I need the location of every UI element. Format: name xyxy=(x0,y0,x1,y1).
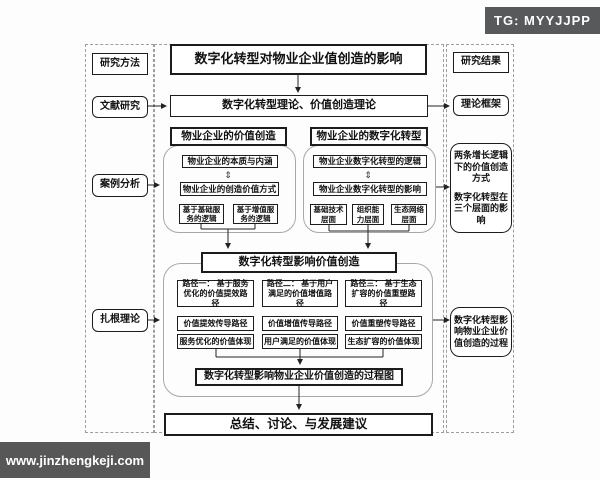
path1-title-box: 路径一： 基于服务优化的价值提效路径 xyxy=(177,279,254,308)
diagram-title: 数字化转型对物业企业值创造的影响 xyxy=(170,44,427,75)
impact-header: 数字化转型影响价值创造 xyxy=(201,252,397,273)
result-finding-line1: 两条增长逻辑下的价值创造方式 xyxy=(453,150,508,183)
digital-sub-organization: 组织能力层面 xyxy=(352,204,384,225)
method-literature-research: 文献研究 xyxy=(92,96,148,118)
methods-lane-header: 研究方法 xyxy=(92,53,148,75)
tg-banner: TG: MYYJJPP xyxy=(485,7,600,34)
methods-lane xyxy=(85,44,154,433)
path3-embodiment-box: 生态扩容的价值体现 xyxy=(345,334,422,349)
result-value-creation-and-impact: 两条增长逻辑下的价值创造方式 数字化转型在三个层面的影响 xyxy=(450,143,512,233)
double-arrow-icon: ⇕ xyxy=(364,169,372,180)
results-lane-header: 研究结果 xyxy=(453,52,509,73)
path1-embodiment-box: 服务优化的价值体现 xyxy=(177,334,254,349)
path2-title-box: 路径二： 基于用户满足的价值增值路径 xyxy=(262,279,338,308)
method-grounded-theory: 扎根理论 xyxy=(92,309,148,332)
theory-box: 数字化转型理论、价值创造理论 xyxy=(170,95,428,117)
value-sub-value-added-service: 基于增值服务的逻辑 xyxy=(233,204,278,224)
digital-group-header: 物业企业的数字化转型 xyxy=(310,127,428,146)
result-theoretical-framework: 理论框架 xyxy=(453,95,509,116)
digital-sub-technology: 基础技术层面 xyxy=(310,204,347,225)
digital-logic-box: 物业企业数字化转型的逻辑 xyxy=(313,155,427,168)
path3-title-box: 路径三： 基于生态扩容的价值重塑路径 xyxy=(345,279,422,308)
path1-conduction-box: 价值提效传导路径 xyxy=(177,316,254,331)
process-diagram-box: 数字化转型影响物业企业价值创造的过程图 xyxy=(195,368,403,386)
path2-embodiment-box: 用户满足的价值体现 xyxy=(262,334,338,349)
result-process: 数字化转型影响物业企业价值创造的过程 xyxy=(450,307,512,357)
value-essence-box: 物业企业的本质与内涵 xyxy=(182,155,278,168)
conclusion-box: 总结、讨论、与发展建议 xyxy=(164,413,433,436)
results-lane xyxy=(446,44,514,433)
path2-conduction-box: 价值增值传导路径 xyxy=(262,316,338,331)
watermark-label: www.jinzhengkeji.com xyxy=(0,442,150,478)
result-finding-line2: 数字化转型在三个层面的影响 xyxy=(453,192,508,225)
method-case-analysis: 案例分析 xyxy=(92,174,148,197)
value-group-header: 物业企业的价值创造 xyxy=(170,127,287,146)
double-arrow-icon: ⇕ xyxy=(224,169,232,180)
digital-impact-box: 物业企业数字化转型的影响 xyxy=(313,182,427,196)
value-sub-basic-service: 基于基础服务的逻辑 xyxy=(179,204,224,224)
digital-sub-ecosystem: 生态网络层面 xyxy=(391,204,427,225)
path3-conduction-box: 价值重塑传导路径 xyxy=(345,316,422,331)
value-method-box: 物业企业的创造价值方式 xyxy=(180,182,279,196)
